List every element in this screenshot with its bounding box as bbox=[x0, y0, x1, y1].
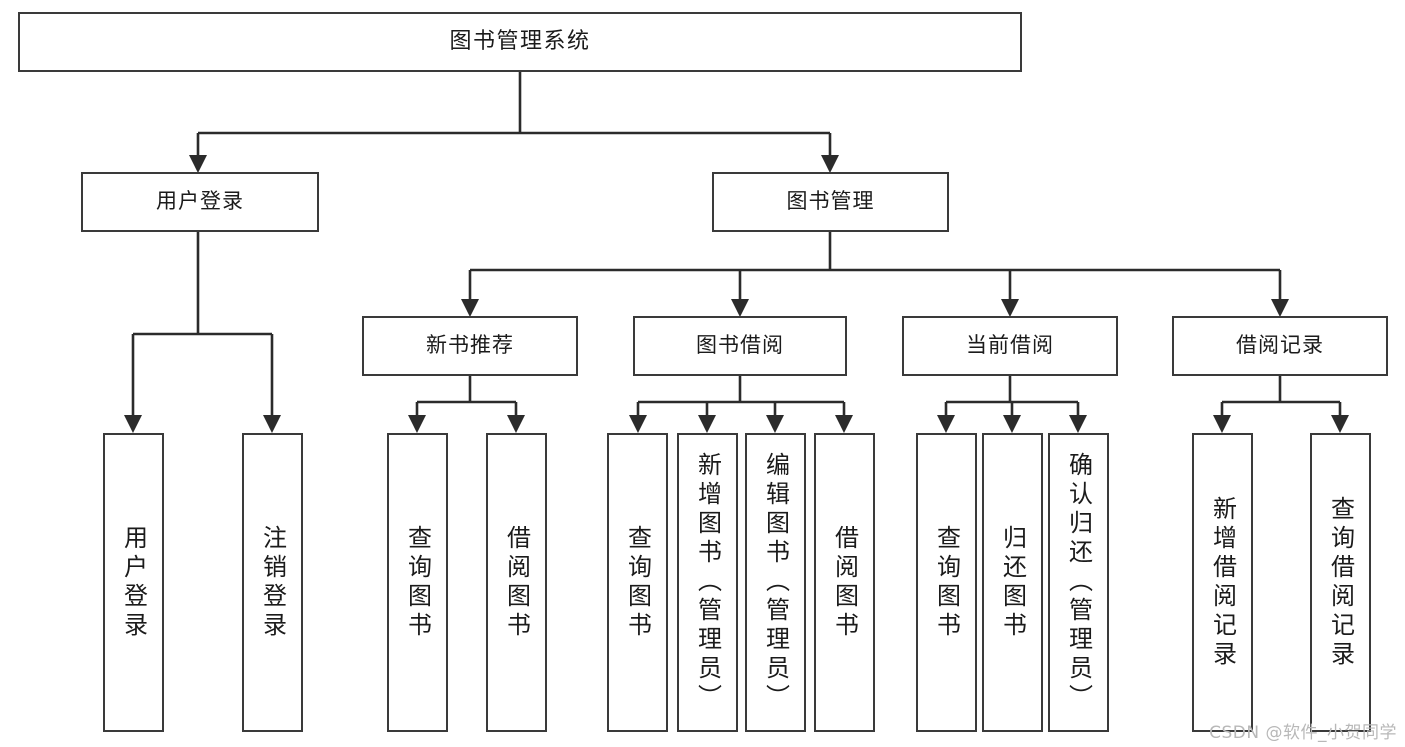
node-label: 当前借阅 bbox=[966, 333, 1054, 358]
leaf-book-borrow-add-book-admin[interactable]: 新增图书（管理员） bbox=[677, 433, 738, 732]
node-label: 新增借阅记录 bbox=[1208, 495, 1237, 670]
node-label: 查询图书 bbox=[623, 524, 652, 641]
node-label: 新增图书（管理员） bbox=[693, 452, 722, 713]
leaf-user-login-logout[interactable]: 注销登录 bbox=[242, 433, 303, 732]
node-label: 用户登录 bbox=[119, 524, 148, 641]
node-user-login[interactable]: 用户登录 bbox=[81, 172, 319, 232]
node-label: 归还图书 bbox=[998, 524, 1027, 641]
leaf-current-borrow-confirm-return-admin[interactable]: 确认归还（管理员） bbox=[1048, 433, 1109, 732]
watermark-text: CSDN @软件_小贺同学 bbox=[1209, 723, 1397, 743]
leaf-new-book-query-book[interactable]: 查询图书 bbox=[387, 433, 448, 732]
node-current-borrow[interactable]: 当前借阅 bbox=[902, 316, 1118, 376]
node-book-management[interactable]: 图书管理 bbox=[712, 172, 949, 232]
leaf-user-login-login[interactable]: 用户登录 bbox=[103, 433, 164, 732]
node-label: 用户登录 bbox=[156, 189, 244, 214]
node-new-book-recommend[interactable]: 新书推荐 bbox=[362, 316, 578, 376]
node-label: 确认归还（管理员） bbox=[1064, 452, 1093, 713]
node-label: 注销登录 bbox=[258, 524, 287, 641]
leaf-borrow-record-add-record[interactable]: 新增借阅记录 bbox=[1192, 433, 1253, 732]
node-label: 借阅图书 bbox=[830, 524, 859, 641]
node-label: 图书管理 bbox=[786, 189, 875, 214]
node-label: 借阅记录 bbox=[1236, 333, 1324, 358]
leaf-book-borrow-query-book[interactable]: 查询图书 bbox=[607, 433, 668, 732]
node-label: 图书借阅 bbox=[696, 333, 784, 358]
leaf-borrow-record-query-record[interactable]: 查询借阅记录 bbox=[1310, 433, 1371, 732]
leaf-new-book-borrow-book[interactable]: 借阅图书 bbox=[486, 433, 547, 732]
leaf-current-borrow-query-book[interactable]: 查询图书 bbox=[916, 433, 977, 732]
node-borrow-record[interactable]: 借阅记录 bbox=[1172, 316, 1388, 376]
node-label: 借阅图书 bbox=[502, 524, 531, 641]
node-label: 编辑图书（管理员） bbox=[761, 452, 790, 713]
node-label: 查询图书 bbox=[932, 524, 961, 641]
node-label: 图书管理系统 bbox=[449, 28, 591, 54]
node-label: 查询图书 bbox=[403, 524, 432, 641]
node-label: 查询借阅记录 bbox=[1326, 495, 1355, 670]
node-root-book-management-system[interactable]: 图书管理系统 bbox=[18, 12, 1022, 72]
leaf-current-borrow-return-book[interactable]: 归还图书 bbox=[982, 433, 1043, 732]
node-label: 新书推荐 bbox=[426, 333, 514, 358]
leaf-book-borrow-edit-book-admin[interactable]: 编辑图书（管理员） bbox=[745, 433, 806, 732]
node-book-borrow[interactable]: 图书借阅 bbox=[633, 316, 847, 376]
leaf-book-borrow-borrow-book[interactable]: 借阅图书 bbox=[814, 433, 875, 732]
